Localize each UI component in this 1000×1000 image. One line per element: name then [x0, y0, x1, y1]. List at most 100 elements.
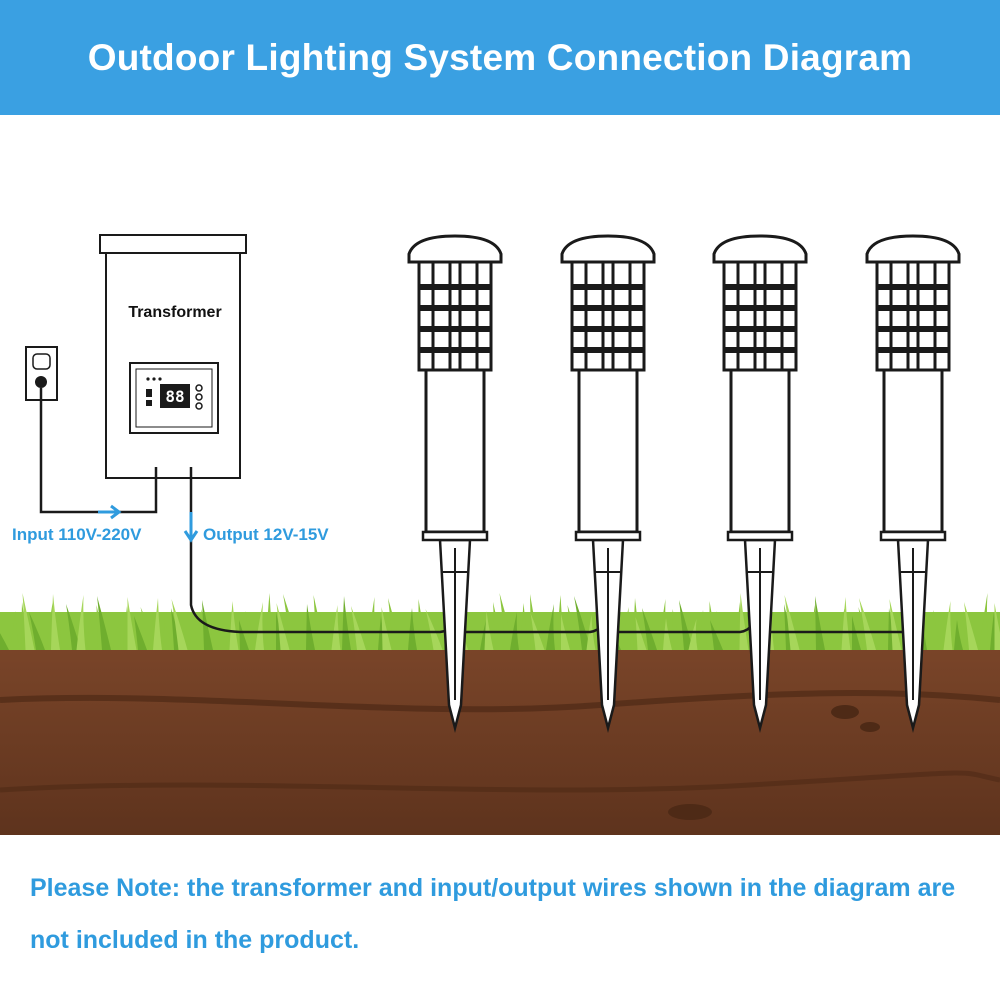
grass-blade [710, 620, 723, 650]
timer-display [160, 384, 190, 408]
grass-blade [97, 596, 111, 650]
grass-blade [679, 600, 693, 650]
grass-blade [546, 604, 555, 650]
grass-blade [716, 611, 734, 650]
grass-blade [313, 595, 326, 650]
input-arrow-icon [98, 504, 122, 520]
grass-blade [112, 615, 122, 650]
input-voltage-label: Input 110V-220V [12, 525, 142, 544]
grass-blade [561, 614, 570, 650]
grass-blade [994, 603, 1000, 650]
grass-blade [688, 619, 698, 650]
light-pole [882, 368, 944, 534]
pathway-light [712, 234, 808, 733]
grass-blade [388, 598, 402, 650]
grass-blade [96, 605, 107, 650]
grass-blade [408, 608, 417, 650]
grass-blade [59, 613, 71, 650]
control-button [195, 402, 203, 410]
grass-blade [306, 604, 315, 650]
grass-blade [283, 594, 300, 650]
grass-blade [163, 617, 173, 650]
grass-blade [954, 620, 963, 650]
pathway-light [865, 234, 961, 733]
light-cap [865, 234, 961, 264]
pathway-light [560, 234, 656, 733]
grass-blade [153, 598, 162, 650]
grass-blade [933, 610, 948, 650]
grass-blade [276, 612, 285, 650]
grass-blade [10, 611, 20, 650]
grass-blade [642, 608, 657, 650]
light-lantern [722, 260, 798, 372]
grass-blade [964, 602, 978, 650]
grass-blade [245, 611, 260, 650]
light-pole [729, 368, 791, 534]
grass-blade [530, 594, 540, 650]
grass-blade [350, 615, 362, 650]
grass-blade [574, 596, 591, 650]
grass-blade [484, 611, 494, 650]
header-banner: Outdoor Lighting System Connection Diagr… [0, 0, 1000, 115]
grass-blade [51, 594, 60, 650]
grass-blade [520, 603, 530, 650]
grass-blade [276, 603, 290, 650]
grass-blade [22, 593, 35, 650]
soil-stone [860, 722, 880, 732]
grass-blade [76, 595, 86, 650]
grass-blade [739, 593, 749, 650]
grass-blade [265, 593, 275, 650]
timer-display-digits: 88 [165, 387, 184, 406]
grass-blade [418, 599, 428, 650]
grass-blade [815, 596, 825, 650]
connection-diagram: Transformer 88 Input 110V-220V Output 12… [0, 234, 1000, 835]
grass-blade [663, 618, 672, 650]
grass-blade [635, 617, 647, 650]
grass-blade [877, 617, 887, 650]
grass-blade [784, 595, 800, 650]
control-button [195, 384, 203, 392]
light-cap [407, 234, 503, 264]
grass-blade [189, 618, 198, 650]
grass-blade [709, 601, 719, 650]
grass-blade [852, 616, 861, 650]
grass-blade [342, 596, 351, 650]
grass-blade [140, 607, 158, 650]
grass-blade [889, 599, 902, 650]
soil-ground [0, 645, 1000, 835]
grass-blade [255, 602, 264, 650]
soil-layer-line [0, 770, 1000, 793]
grass-blade [87, 614, 96, 650]
disclaimer-note: Please Note: the transformer and input/o… [30, 874, 956, 954]
grass-blade [134, 616, 147, 650]
grass-blade [29, 612, 45, 650]
grass-blade [381, 607, 392, 650]
grass-blade [841, 597, 851, 650]
grass-blade [331, 605, 341, 650]
light-cap [712, 234, 808, 264]
light-pole [577, 368, 639, 534]
grass-blade [672, 609, 683, 650]
pathway-light [407, 234, 503, 733]
grass-blade [367, 597, 377, 650]
transformer-box: Transformer 88 [99, 234, 247, 479]
grass-blade [0, 633, 9, 650]
soil-stone [668, 804, 712, 820]
soil-stone [831, 705, 859, 719]
light-cap [560, 234, 656, 264]
grass-blade [202, 600, 213, 650]
grass-blade [963, 611, 974, 650]
grass-blade [493, 602, 504, 650]
grass-blade [926, 619, 938, 650]
grass-blade [699, 610, 708, 650]
control-button [195, 393, 203, 401]
light-lantern [417, 260, 493, 372]
grass-blade [784, 604, 795, 650]
diagram-title: Outdoor Lighting System Connection Diagr… [87, 36, 913, 78]
output-arrow-icon [183, 512, 199, 543]
grass-blade [127, 597, 137, 650]
light-lantern [570, 260, 646, 372]
grass-blade [979, 593, 989, 650]
grass-blade [171, 599, 188, 650]
soil-layer-line [0, 690, 1000, 713]
